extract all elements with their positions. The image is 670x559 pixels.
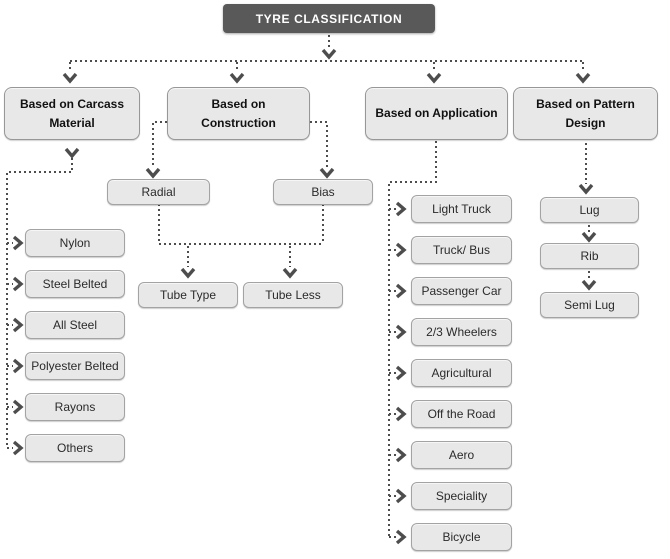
arrow-right-icon xyxy=(12,440,24,456)
title-box: TYRE CLASSIFICATION xyxy=(223,4,435,33)
node-nylon: Nylon xyxy=(25,229,125,257)
arrow-right-icon xyxy=(395,365,407,381)
arrow-down-icon xyxy=(575,72,591,84)
node-tube-type: Tube Type xyxy=(138,282,238,308)
arrow-right-icon xyxy=(12,358,24,374)
node-semi-lug: Semi Lug xyxy=(540,292,639,318)
arrow-right-icon xyxy=(395,324,407,340)
node-light-truck: Light Truck xyxy=(411,195,512,223)
node-others: Others xyxy=(25,434,125,462)
category-carcass-material: Based on Carcass Material xyxy=(4,87,140,140)
category-pattern-design: Based on Pattern Design xyxy=(513,87,658,140)
arrow-right-icon xyxy=(395,406,407,422)
node-radial: Radial xyxy=(107,179,210,205)
node-2-3-wheelers: 2/3 Wheelers xyxy=(411,318,512,346)
node-aero: Aero xyxy=(411,441,512,469)
node-tube-less: Tube Less xyxy=(243,282,343,308)
arrow-down-icon xyxy=(64,147,80,159)
arrow-down-icon xyxy=(578,183,594,195)
node-steel-belted: Steel Belted xyxy=(25,270,125,298)
arrow-right-icon xyxy=(12,317,24,333)
node-rayons: Rayons xyxy=(25,393,125,421)
arrow-down-icon xyxy=(145,167,161,179)
arrow-right-icon xyxy=(395,447,407,463)
dotted-connector-lines xyxy=(6,35,590,538)
arrow-down-icon xyxy=(426,72,442,84)
arrow-down-icon xyxy=(581,231,597,243)
node-speciality: Speciality xyxy=(411,482,512,510)
arrow-right-icon xyxy=(395,529,407,545)
arrow-down-icon xyxy=(180,267,196,279)
node-rib: Rib xyxy=(540,243,639,269)
arrow-icons xyxy=(12,48,597,545)
category-application: Based on Application xyxy=(365,87,508,140)
node-off-the-road: Off the Road xyxy=(411,400,512,428)
arrow-right-icon xyxy=(395,283,407,299)
node-all-steel: All Steel xyxy=(25,311,125,339)
arrow-down-icon xyxy=(229,72,245,84)
arrow-down-icon xyxy=(62,72,78,84)
node-lug: Lug xyxy=(540,197,639,223)
arrow-down-icon xyxy=(581,279,597,291)
arrow-down-icon xyxy=(321,48,337,60)
arrow-right-icon xyxy=(395,488,407,504)
arrow-right-icon xyxy=(12,235,24,251)
category-construction: Based on Construction xyxy=(167,87,310,140)
arrow-right-icon xyxy=(395,242,407,258)
node-polyester-belted: Polyester Belted xyxy=(25,352,125,380)
arrow-down-icon xyxy=(282,267,298,279)
node-truck-bus: Truck/ Bus xyxy=(411,236,512,264)
arrow-right-icon xyxy=(12,399,24,415)
node-bicycle: Bicycle xyxy=(411,523,512,551)
arrow-down-icon xyxy=(319,167,335,179)
arrow-right-icon xyxy=(395,201,407,217)
node-bias: Bias xyxy=(273,179,373,205)
arrow-right-icon xyxy=(12,276,24,292)
node-agricultural: Agricultural xyxy=(411,359,512,387)
node-passenger-car: Passenger Car xyxy=(411,277,512,305)
